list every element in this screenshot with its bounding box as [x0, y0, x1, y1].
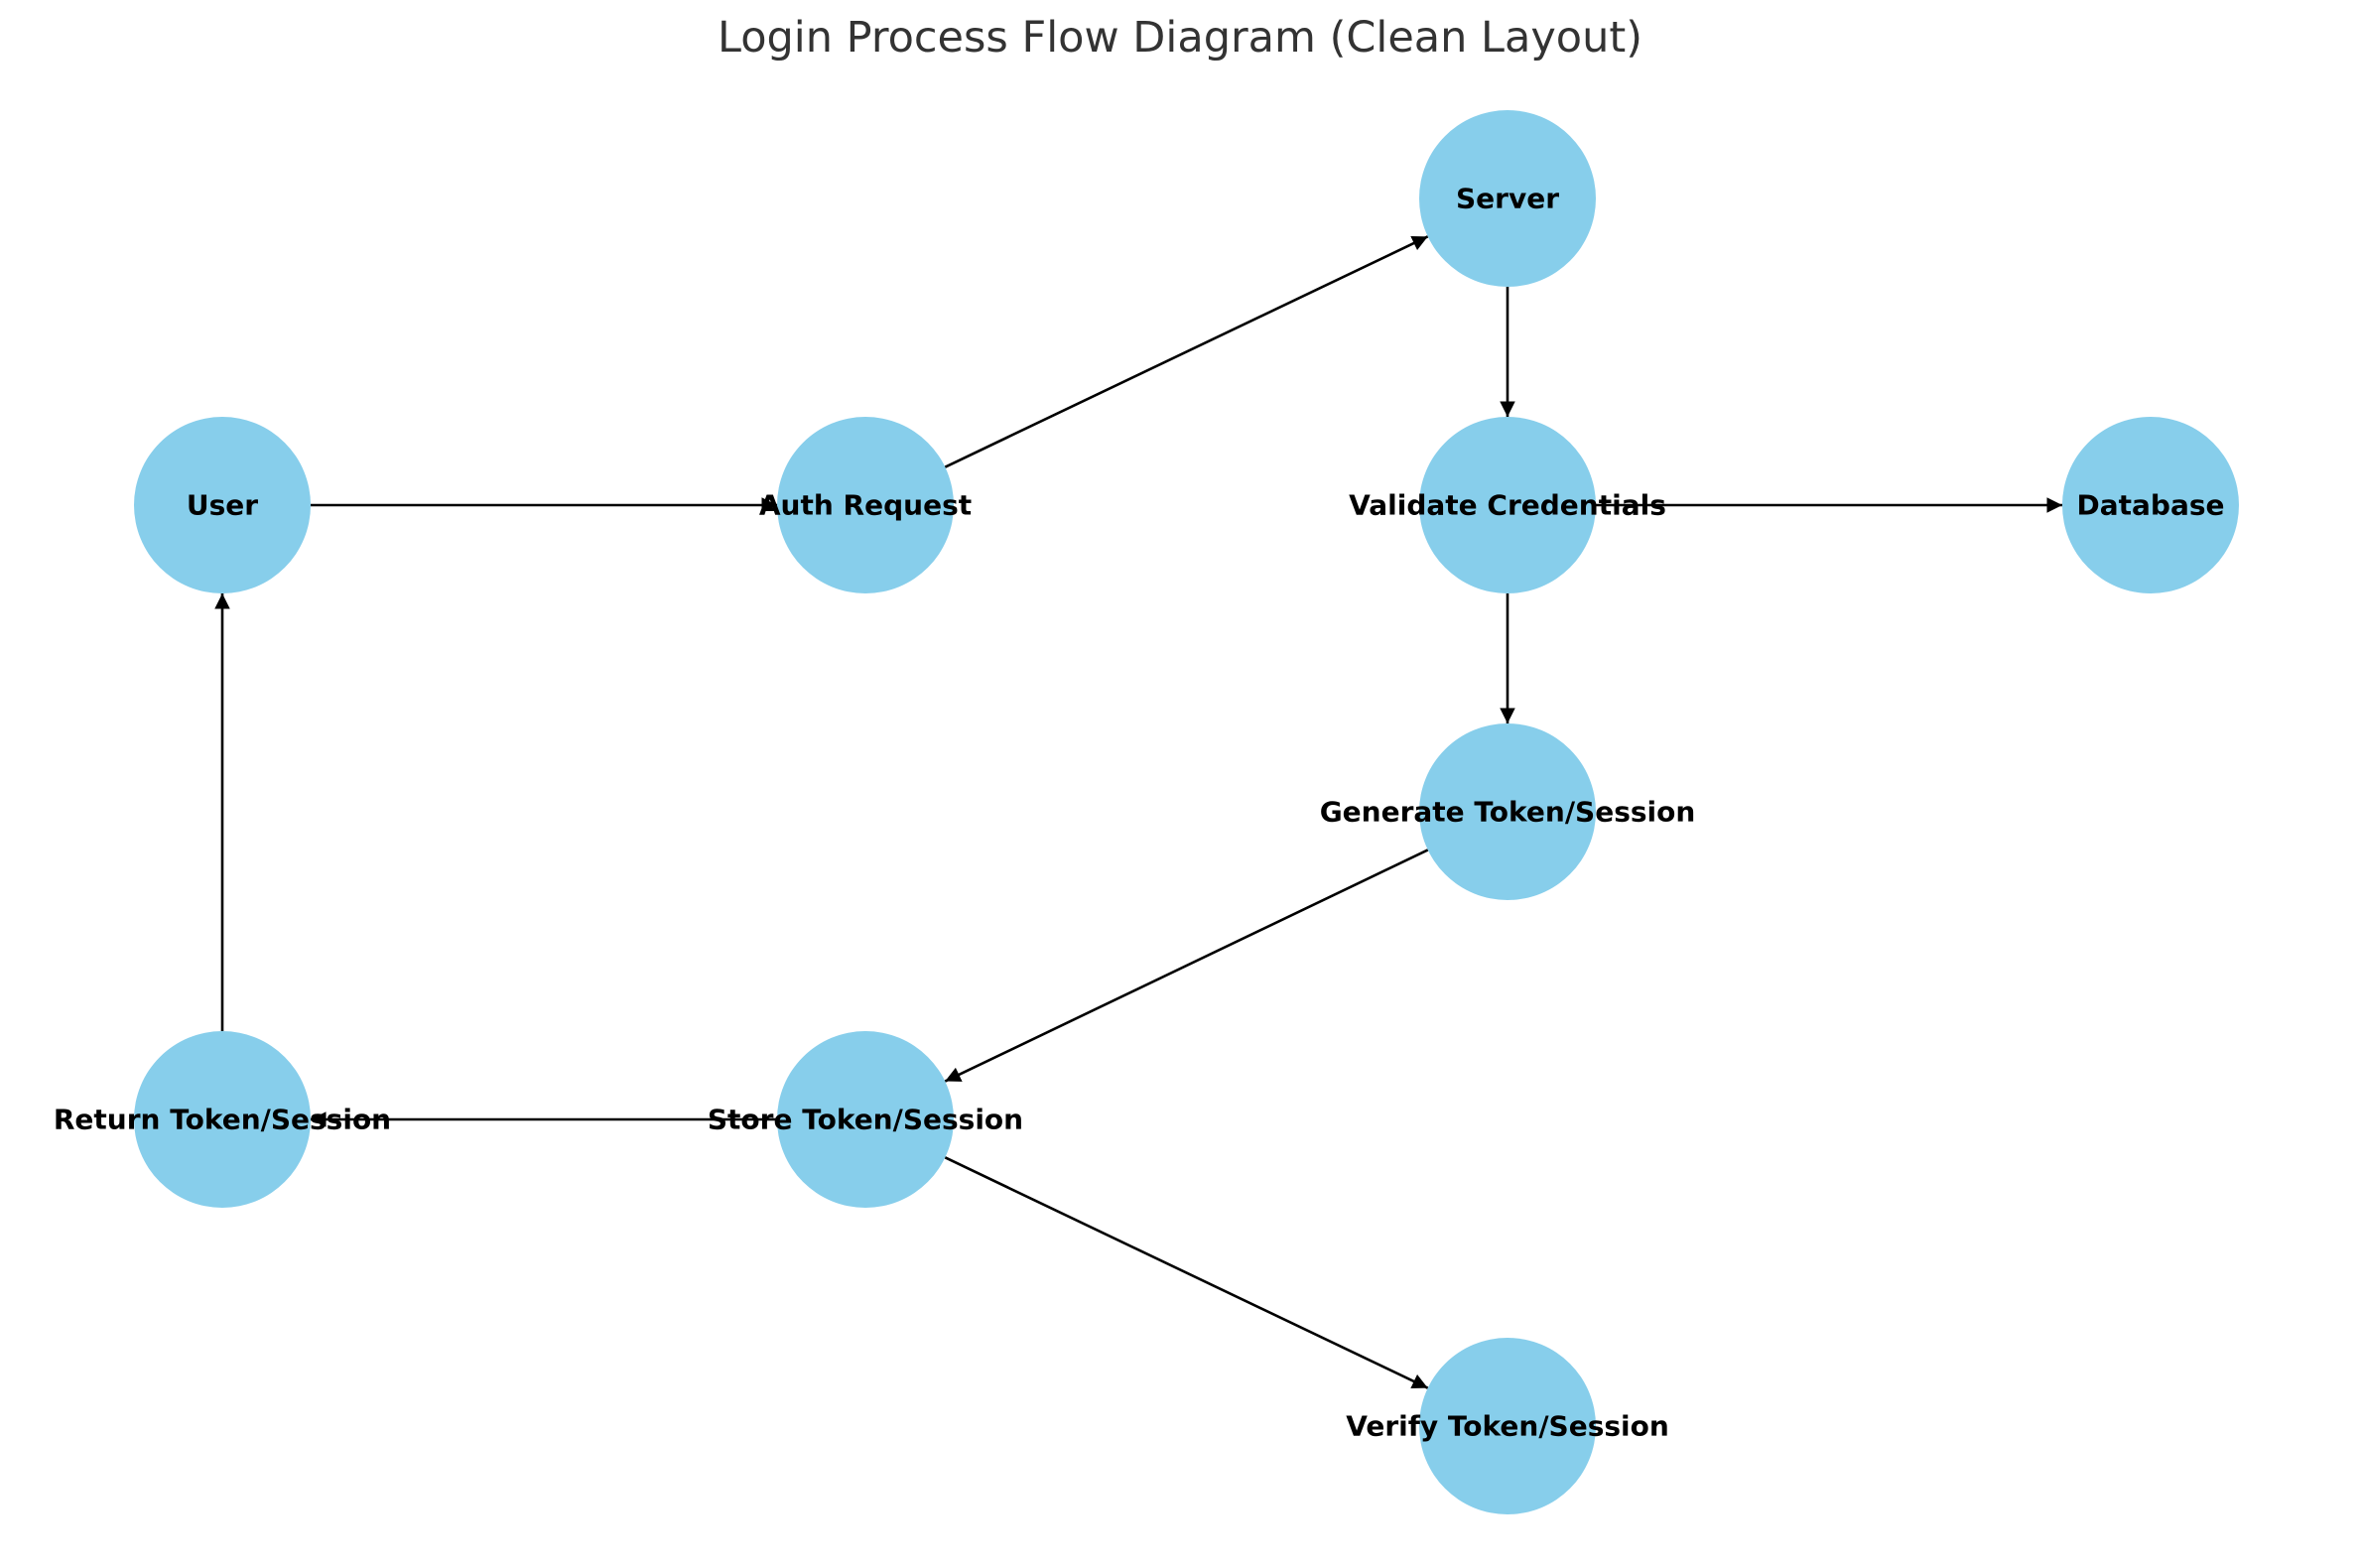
node-return: [134, 1031, 311, 1208]
nodes-layer: [134, 110, 2239, 1514]
node-label-database: Database: [2076, 489, 2224, 522]
node-label-server: Server: [1456, 183, 1559, 215]
node-label-validate: Validate Credentials: [1349, 489, 1666, 522]
node-verify: [1419, 1338, 1596, 1514]
node-server: [1419, 110, 1596, 287]
node-generate: [1419, 723, 1596, 900]
node-label-user: User: [187, 489, 258, 522]
edge-store-to-verify: [944, 1156, 1429, 1389]
node-user: [134, 417, 311, 593]
node-label-auth: Auth Request: [759, 489, 972, 522]
node-label-store: Store Token/Session: [708, 1104, 1023, 1136]
node-validate: [1419, 417, 1596, 593]
node-label-generate: Generate Token/Session: [1320, 796, 1696, 829]
node-auth: [777, 417, 954, 593]
node-label-return: Return Token/Session: [54, 1104, 391, 1136]
node-store: [777, 1031, 954, 1208]
edges-layer: [214, 235, 2062, 1389]
diagram-title: Login Process Flow Diagram (Clean Layout…: [718, 13, 1642, 63]
edge-auth-to-server: [944, 235, 1429, 468]
edge-generate-to-store: [944, 849, 1429, 1083]
node-database: [2062, 417, 2239, 593]
node-label-verify: Verify Token/Session: [1346, 1410, 1669, 1443]
